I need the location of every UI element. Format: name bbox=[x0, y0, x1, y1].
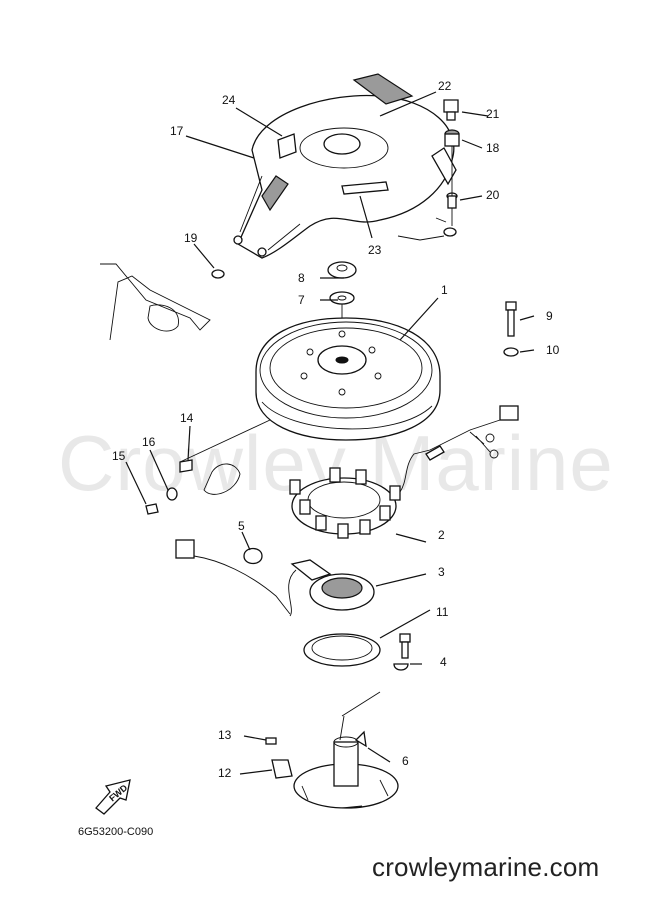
callout-9: 9 bbox=[546, 309, 553, 323]
callout-17: 17 bbox=[170, 124, 184, 138]
callout-11: 11 bbox=[436, 605, 449, 619]
callout-21: 21 bbox=[486, 107, 500, 121]
fwd-arrow-icon bbox=[95, 779, 131, 815]
connector-pulser bbox=[175, 539, 195, 559]
washer-7 bbox=[329, 291, 355, 305]
callout-10: 10 bbox=[546, 343, 560, 357]
ring-11 bbox=[303, 633, 381, 667]
crankcase-outline bbox=[100, 263, 211, 341]
bolt-19 bbox=[211, 269, 225, 279]
callout-23: 23 bbox=[368, 243, 382, 257]
callout-22: 22 bbox=[438, 79, 452, 93]
flywheel-cover bbox=[233, 94, 457, 259]
decal-22 bbox=[352, 73, 414, 105]
washer-10 bbox=[503, 347, 519, 357]
website-footer[interactable]: crowleymarine.com bbox=[372, 852, 600, 882]
callout-15: 15 bbox=[112, 449, 126, 463]
callout-3: 3 bbox=[438, 565, 445, 579]
callout-24: 24 bbox=[222, 93, 236, 107]
callout-8: 8 bbox=[298, 271, 305, 285]
stator bbox=[289, 467, 401, 539]
callout-14: 14 bbox=[180, 411, 194, 425]
clamp-5 bbox=[243, 547, 263, 565]
callout-19: 19 bbox=[184, 231, 198, 245]
flywheel bbox=[255, 317, 441, 441]
callout-16: 16 bbox=[142, 435, 156, 449]
callout-1: 1 bbox=[441, 283, 448, 297]
spacer-8 bbox=[327, 261, 357, 279]
leader-lines bbox=[125, 91, 535, 775]
bracket-14 bbox=[179, 459, 193, 473]
callout-13: 13 bbox=[218, 728, 232, 742]
bolt-9 bbox=[505, 301, 517, 311]
cover-bolt-assembly bbox=[397, 99, 460, 241]
callout-2: 2 bbox=[438, 528, 445, 542]
callout-12: 12 bbox=[218, 766, 232, 780]
bolt-4 bbox=[399, 633, 411, 643]
screw-13 bbox=[265, 737, 277, 745]
bracket-12 bbox=[271, 759, 293, 779]
stator-harness bbox=[399, 419, 501, 493]
callout-5: 5 bbox=[238, 519, 245, 533]
key-6 bbox=[354, 730, 367, 748]
stator-base bbox=[293, 736, 399, 809]
pulser-coil bbox=[288, 559, 375, 617]
callout-7: 7 bbox=[298, 293, 305, 307]
callout-4: 4 bbox=[440, 655, 447, 669]
callout-20: 20 bbox=[486, 188, 500, 202]
drawing-code: 6G53200-C090 bbox=[78, 826, 154, 838]
connector-coupler bbox=[499, 405, 519, 421]
callout-6: 6 bbox=[402, 754, 409, 768]
callout-18: 18 bbox=[486, 141, 500, 155]
